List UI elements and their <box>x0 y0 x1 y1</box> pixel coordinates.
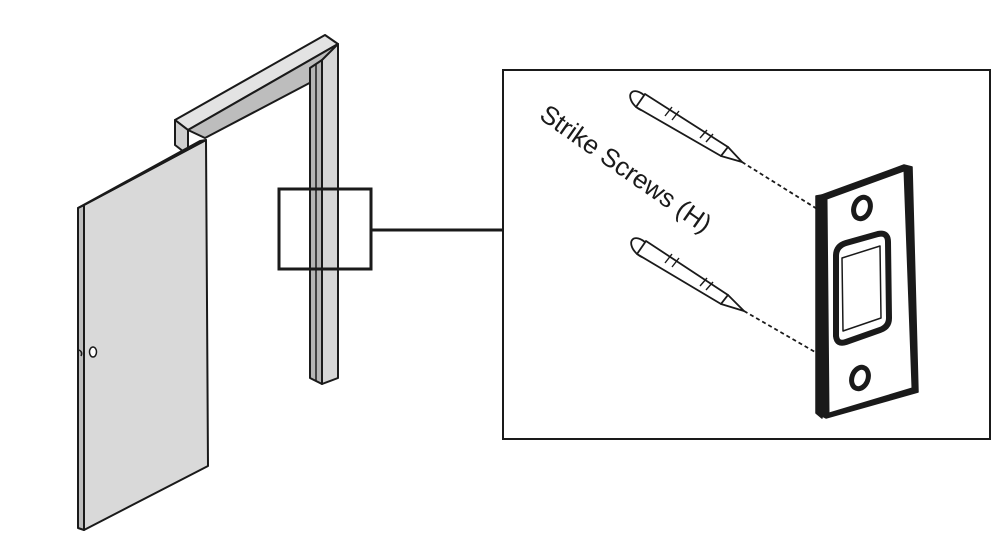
strike-plate <box>815 164 919 419</box>
strike-screw-top <box>629 90 743 163</box>
door <box>77 139 209 531</box>
screw-tip-bottom <box>720 294 745 312</box>
strike-screw-hole-bottom <box>849 364 871 392</box>
door-face <box>83 139 209 531</box>
strike-screw-hole-top <box>851 194 873 222</box>
door-top <box>77 139 207 209</box>
strike-screw-bottom <box>630 237 745 312</box>
detail-indicator <box>277 187 503 271</box>
frame-jamb-front <box>321 43 339 385</box>
strike-plate-edge <box>815 194 823 419</box>
door-knob-icon <box>88 346 98 358</box>
screw-tip-top <box>720 146 743 163</box>
screw-guide-line-top <box>741 161 823 213</box>
door-latch-icon <box>78 349 83 357</box>
strike-latch-opening <box>833 230 892 346</box>
door-frame <box>174 34 339 385</box>
screw-guide-line-bottom <box>743 310 823 357</box>
